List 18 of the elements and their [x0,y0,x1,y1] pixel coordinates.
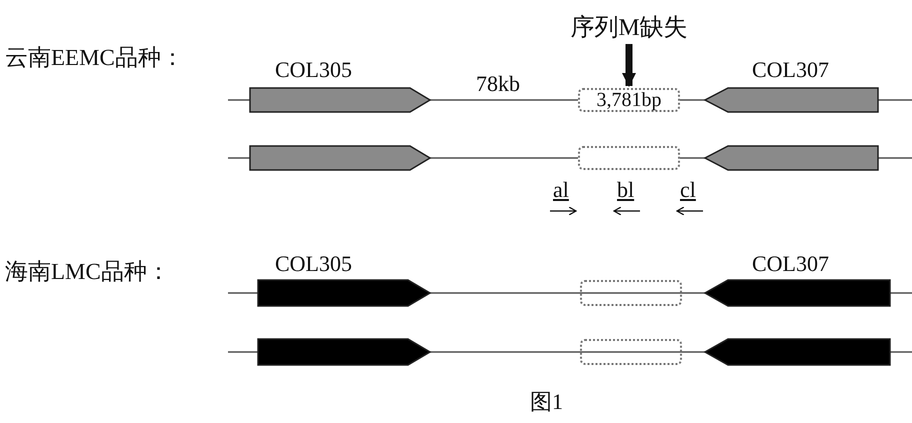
variety-label: 海南LMC品种： [5,260,170,284]
primer-label: bl [617,178,634,202]
arrow [622,44,636,87]
deletion-box [580,280,682,306]
gene-name: COL307 [752,58,829,82]
primer-label: al [553,178,569,202]
deletion-label: 序列M缺失 [554,14,704,42]
gene-name: COL307 [752,252,829,276]
deletion-box [580,339,682,365]
deletion-box [578,88,680,112]
deletion-box [578,146,680,170]
primer-label: cl [680,178,696,202]
size-label: 78kb [476,72,520,96]
gene-name: COL305 [275,252,352,276]
sequence-length: 3,781bp [596,90,662,110]
variety-label: 云南EEMC品种： [5,46,184,70]
gene-name: COL305 [275,58,352,82]
figure-caption: 图1 [530,390,563,414]
